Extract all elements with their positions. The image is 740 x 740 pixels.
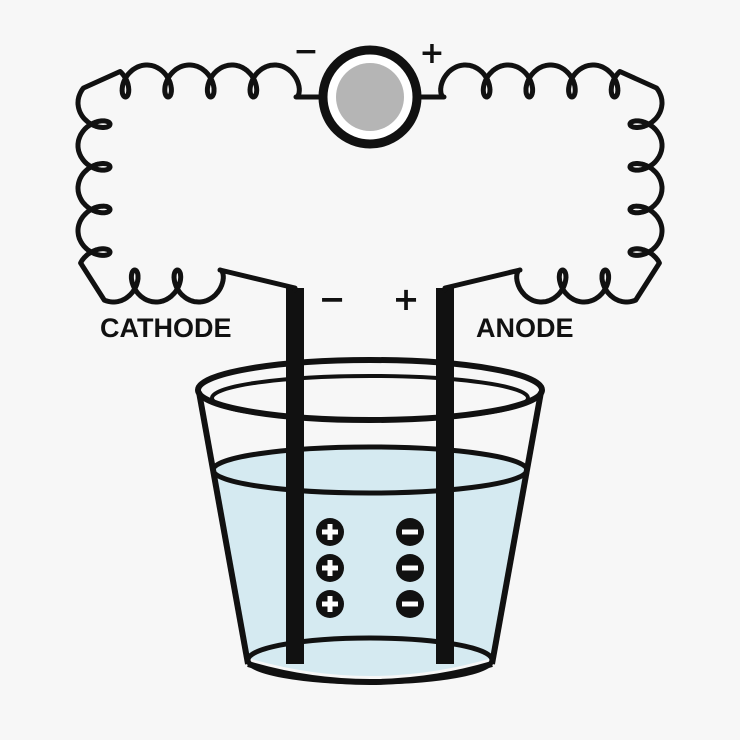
negative-ion-1 (396, 518, 424, 546)
right-coiled-wire (438, 62, 665, 305)
beaker-bottom-outer (247, 661, 493, 685)
beaker (195, 357, 545, 685)
negative-ion-3 (396, 590, 424, 618)
ions-group (316, 518, 424, 618)
meter-positive-sign: + (419, 36, 444, 71)
anode-sign: + (393, 280, 420, 318)
left-coiled-wire (75, 62, 302, 305)
cathode-label: CATHODE (100, 313, 232, 343)
meter: − + (293, 34, 445, 149)
positive-ion-1 (316, 518, 344, 546)
liquid-surface (210, 444, 530, 496)
meter-negative-sign: − (293, 34, 318, 69)
cathode-sign: − (319, 280, 346, 318)
beaker-right-wall (489, 391, 544, 665)
negative-ion-2 (396, 554, 424, 582)
positive-ion-2 (316, 554, 344, 582)
meter-core (336, 63, 404, 131)
cathode-electrode (286, 288, 304, 664)
beaker-rim-inner (210, 374, 530, 422)
positive-ion-3 (316, 590, 344, 618)
anode-electrode (436, 288, 454, 664)
anode-label: ANODE (476, 313, 574, 343)
beaker-left-wall (196, 391, 251, 665)
